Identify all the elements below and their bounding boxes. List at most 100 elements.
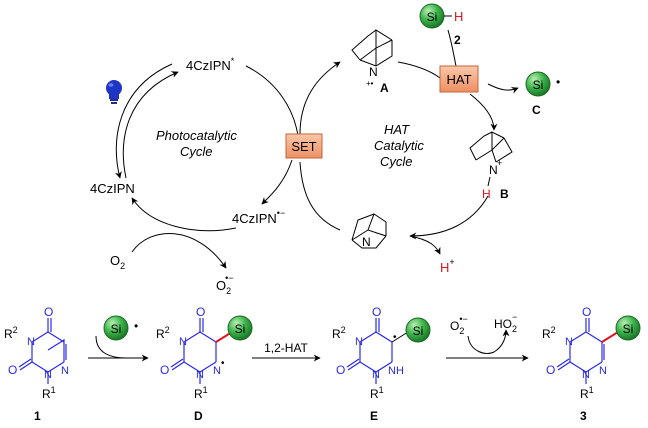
catalyst-ground: 4CzIPN [90, 181, 135, 196]
o-left-1: O [8, 363, 17, 377]
o-left-E: O [336, 363, 345, 377]
hat-box [439, 65, 479, 93]
si-label-E: Si [413, 324, 424, 338]
superoxide: O2•− [216, 273, 234, 296]
relaxation-arrow [122, 71, 179, 179]
compound-E: Si • O O N R2 NH N R1 E [332, 305, 431, 423]
o-top-E: O [372, 305, 381, 319]
label-D: D [194, 409, 203, 423]
n-bottom-D: N [196, 369, 204, 381]
light-bulb-icon [106, 80, 122, 104]
o-top-1: O [44, 305, 53, 319]
r2-E: R2 [332, 325, 346, 341]
label-1: 1 [34, 409, 41, 423]
silane: Si H 2 [419, 3, 463, 47]
silane-to-hat-arrow [447, 29, 457, 67]
r2-D: R2 [156, 325, 170, 341]
n-top-D: N [179, 336, 187, 348]
si-bond-3 [601, 331, 619, 343]
r1-D: R1 [194, 385, 208, 401]
compound-1: O O N R2 N N R1 1 [4, 305, 69, 423]
n-bottom-3: N [582, 369, 590, 381]
hat-label-3: Cycle [380, 154, 413, 169]
si-label-D: Si [235, 322, 246, 336]
hat-to-silyl-arrow [487, 83, 519, 94]
n-top-3: N [565, 336, 573, 348]
quinuclidinium [469, 131, 513, 163]
o2-reduction-arrow [131, 233, 227, 269]
si-sphere-D [227, 315, 253, 341]
label-B: B [500, 187, 509, 201]
radical-dot-add: • [134, 319, 138, 333]
hydrogen-silane: H [454, 9, 463, 24]
label-E: E [370, 409, 378, 423]
photocatalytic-label-2: Cycle [180, 144, 213, 159]
nh-right-E: NH [388, 365, 404, 377]
hat-label-2: Catalytic [374, 138, 424, 153]
si-sphere-3 [615, 315, 641, 341]
label-C: C [532, 103, 541, 117]
arc-set-to-reduced [261, 159, 293, 205]
quinuclidine [351, 213, 387, 249]
oxidation-curve [467, 329, 510, 354]
hat-cycle: HAT Catalytic Cycle SET HAT N +• A N + H… [285, 3, 560, 275]
radical-dot-D: • [221, 358, 225, 369]
plus-B: + [497, 158, 502, 168]
set-box [285, 133, 323, 159]
radical-dot-E: • [393, 332, 397, 343]
reaction-sequence: O O N R2 N N R1 1 Si • [4, 305, 641, 423]
hat12-label: 1,2-HAT [264, 341, 308, 355]
si-label-3: Si [623, 322, 634, 336]
nitrogen-base: N [362, 235, 371, 249]
n-top-1: N [27, 336, 35, 348]
proton-release-arrow [409, 235, 441, 255]
compound-3: Si O O N R2 N N R1 3 [542, 305, 641, 423]
label-A: A [380, 81, 389, 95]
arc-A-to-hat [397, 61, 441, 79]
label-2: 2 [454, 33, 461, 47]
r2-3: R2 [542, 325, 556, 341]
catalyst-reduced: 4CzIPN•− [232, 208, 285, 226]
si-sphere-add [103, 315, 129, 341]
n-right-3: N [599, 365, 607, 377]
radical-cation-sign: +• [366, 79, 374, 88]
o-top-3: O [582, 305, 591, 319]
si-label-radical: Si [533, 78, 544, 92]
n-right-1: N [61, 365, 69, 377]
excitation-arrow [115, 63, 173, 179]
label-3: 3 [580, 409, 587, 423]
si-label-silane: Si [427, 10, 438, 24]
silyl-radical: Si • C [525, 71, 560, 117]
r1-3: R1 [580, 385, 594, 401]
nitrogen-B: N [489, 163, 498, 177]
arc-excited-to-set [245, 65, 299, 137]
si-sphere-E [405, 317, 431, 343]
arc-reduced-to-ground [131, 197, 237, 232]
oxygen: O2 [110, 253, 125, 271]
nh-bond [487, 176, 491, 187]
n-right-D: N [213, 365, 221, 377]
r2-1: R2 [4, 325, 18, 341]
hydroperoxide: HO2− [494, 312, 517, 334]
photocatalytic-label-1: Photocatalytic [156, 128, 237, 143]
o2-radical-bottom: O2•− [450, 314, 468, 336]
si-bond-E [391, 331, 409, 343]
arc-B-to-base [409, 195, 489, 240]
o-left-3: O [546, 363, 555, 377]
hat-box-label: HAT [446, 72, 471, 87]
hydrogen-B: H [482, 187, 491, 201]
catalyst-excited: 4CzIPN* [186, 56, 235, 73]
radical-dot-C: • [556, 75, 560, 89]
arc-set-to-A [299, 61, 341, 135]
n-bottom-1: N [44, 369, 52, 381]
n-top-E: N [355, 336, 363, 348]
r1-E: R1 [370, 385, 384, 401]
compound-D: Si O O N R2 N • N R1 D [156, 305, 253, 423]
si-label-add: Si [111, 322, 122, 336]
nitrogen-A: N [369, 65, 378, 79]
hat-label-1: HAT [384, 122, 410, 137]
si-sphere-radical [525, 71, 551, 97]
arc-hat-to-B [469, 93, 498, 131]
arc-base-to-set [299, 161, 341, 231]
